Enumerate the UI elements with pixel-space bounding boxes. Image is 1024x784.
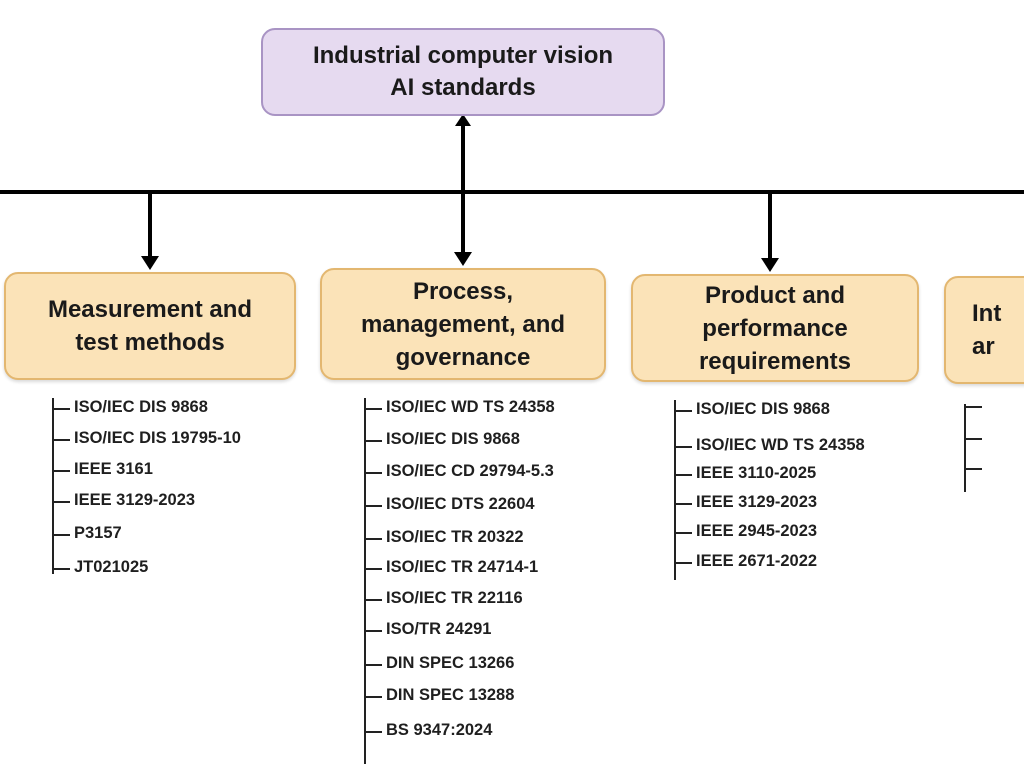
list-item: IEEE 3161	[52, 460, 153, 478]
root-node: Industrial computer vision AI standards	[261, 28, 665, 116]
list-item: ISO/IEC DIS 19795-10	[52, 429, 241, 447]
list-item: IEEE 2671-2022	[673, 552, 818, 570]
list-item: JT021025	[51, 558, 149, 576]
list-item: IEEE 3110-2025	[673, 464, 817, 482]
category-product-performance-requirements: Product and performance requirements	[631, 274, 919, 382]
list-item: ISO/IEC DTS 22604	[364, 495, 535, 513]
standards-list-product: ISO/IEC DIS 9868 ISO/IEC WD TS 24358 IEE…	[673, 400, 920, 582]
list-item: IEEE 3129-2023	[673, 493, 818, 511]
list-spine	[674, 400, 676, 580]
list-item: DIN SPEC 13288	[363, 686, 515, 704]
standards-list-process: ISO/IEC WD TS 24358 ISO/IEC DIS 9868 ISO…	[363, 398, 610, 768]
list-item: DIN SPEC 13266	[363, 654, 515, 672]
arrowhead-product	[761, 258, 779, 272]
list-item: ISO/IEC WD TS 24358	[674, 436, 865, 454]
arrowhead-measurement	[141, 256, 159, 270]
list-item: ISO/IEC CD 29794-5.3	[364, 462, 554, 480]
list-item: P3157	[52, 524, 122, 542]
standards-list-measurement: ISO/IEC DIS 9868 ISO/IEC DIS 19795-10 IE…	[51, 398, 292, 588]
list-item: IEEE 3129-2023	[51, 491, 196, 509]
category-process-management-governance: Process, management, and governance	[320, 268, 606, 380]
list-item: ISO/IEC DIS 9868	[52, 398, 208, 416]
list-item: BS 9347:2024	[363, 721, 493, 739]
list-item: ISO/TR 24291	[363, 620, 492, 638]
category-measurement-and-test-methods: Measurement and test methods	[4, 272, 296, 380]
list-spine	[52, 398, 54, 574]
standards-list-partial	[964, 404, 1024, 496]
list-spine	[964, 404, 966, 492]
arrowhead-process	[454, 252, 472, 266]
root-stem-arrow	[455, 114, 471, 126]
list-item: ISO/IEC WD TS 24358	[364, 398, 555, 416]
list-item: ISO/IEC TR 22116	[364, 589, 523, 607]
list-item: ISO/IEC TR 20322	[364, 528, 524, 546]
list-item: ISO/IEC DIS 9868	[364, 430, 520, 448]
list-item: ISO/IEC DIS 9868	[674, 400, 830, 418]
list-spine	[364, 398, 366, 764]
list-item: IEEE 2945-2023	[673, 522, 818, 540]
category-partial-cut-off: Int ar	[944, 276, 1024, 384]
list-item: ISO/IEC TR 24714-1	[363, 558, 539, 576]
